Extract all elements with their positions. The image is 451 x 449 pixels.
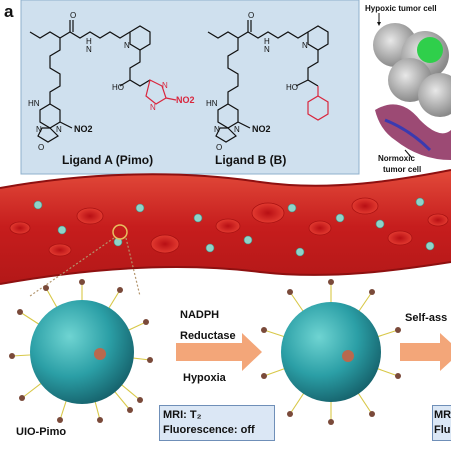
- svg-text:O: O: [38, 143, 44, 152]
- svg-text:HN: HN: [28, 99, 40, 108]
- normoxic-cell-label-line2: tumor cell: [383, 165, 422, 174]
- highlighted-particle: [112, 224, 128, 240]
- ligand-b-structure: [207, 20, 329, 143]
- red-blood-cells: [9, 197, 449, 257]
- uio-pimo-particle: [9, 279, 153, 423]
- svg-text:N: N: [264, 45, 270, 54]
- svg-text:N: N: [150, 103, 156, 112]
- arrow-label-reductase: Reductase: [180, 330, 236, 342]
- svg-text:N: N: [86, 45, 92, 54]
- normoxic-cell-label-line1: Normoxic: [378, 154, 415, 163]
- reduced-particle: [261, 279, 401, 425]
- normoxic-cell-mass: [375, 104, 451, 160]
- ligand-a-nitro-label: NO2: [74, 124, 93, 134]
- arrow-label-nadph: NADPH: [180, 309, 220, 321]
- ligand-a-atoms: O HN N HO HN N N O N N: [28, 11, 168, 152]
- ligand-a-oxygen: O: [70, 11, 76, 20]
- svg-text:HN: HN: [206, 99, 218, 108]
- self-assembly-arrow: [400, 333, 451, 371]
- svg-text:N: N: [302, 41, 308, 50]
- ligand-b-nitro-label: NO2: [252, 124, 271, 134]
- svg-text:N: N: [124, 41, 130, 50]
- svg-text:N: N: [162, 81, 168, 90]
- signal-box: [159, 405, 275, 441]
- svg-text:O: O: [248, 11, 254, 20]
- svg-text:N: N: [56, 125, 62, 134]
- svg-text:HO: HO: [286, 83, 298, 92]
- ligand-panel: [20, 0, 360, 175]
- svg-text:O: O: [216, 143, 222, 152]
- green-fluorescent-cell: [417, 37, 443, 63]
- ligand-a-structure: [29, 20, 177, 143]
- ligand-a-caption: Ligand A (Pimo): [62, 153, 154, 167]
- tumor-cell-cluster: [373, 13, 451, 160]
- panel-label: a: [4, 2, 14, 21]
- zoom-line-right: [125, 237, 141, 297]
- ligand-a-imidazole-nitro: NO2: [176, 95, 195, 105]
- particle-name-label: UIO-Pimo: [16, 426, 67, 438]
- svg-text:N: N: [234, 125, 240, 134]
- ligand-b-caption: Ligand B (B): [215, 153, 287, 167]
- vessel-nanoparticles: [33, 197, 435, 257]
- signal-box-fluorescence: Fluorescence: off: [163, 424, 255, 436]
- process-arrow: [176, 333, 262, 371]
- svg-text:N: N: [214, 125, 220, 134]
- svg-text:H: H: [264, 37, 270, 46]
- svg-text:HO: HO: [112, 83, 124, 92]
- signal-box-mri: MRI: T₂: [163, 409, 202, 421]
- svg-text:H: H: [86, 37, 92, 46]
- ligand-b-atoms: O HN N HO HN N N O: [206, 11, 308, 152]
- arrow-label-hypoxia: Hypoxia: [183, 372, 226, 384]
- svg-text:N: N: [36, 125, 42, 134]
